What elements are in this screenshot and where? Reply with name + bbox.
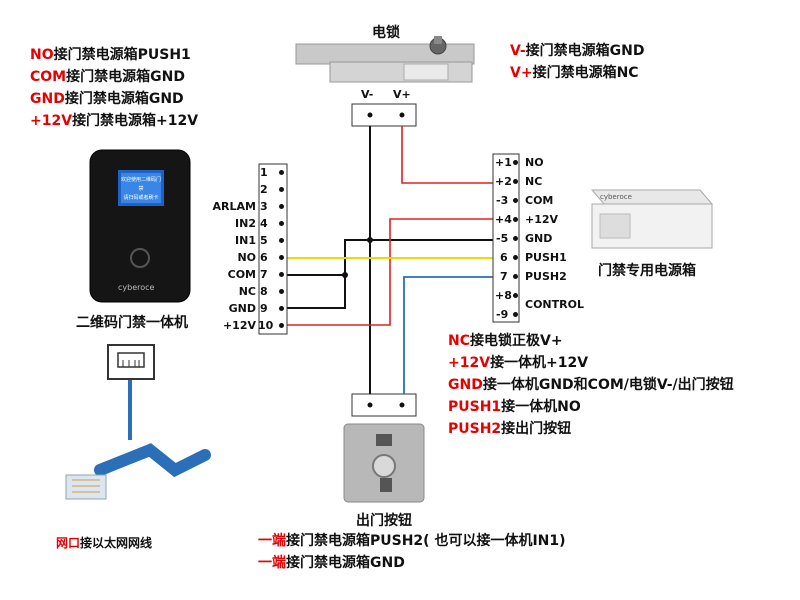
pb-terminal-num-7: 7 bbox=[500, 270, 508, 283]
reader-terminal-label-8: NC bbox=[238, 285, 256, 298]
lock-title: 电锁 bbox=[372, 25, 400, 41]
exit-button-title: 出门按钮 bbox=[356, 513, 412, 529]
reader-terminal-num-10: 10 bbox=[258, 319, 274, 332]
pb-terminal-label-1: NO bbox=[525, 156, 544, 169]
pb-note-nc: NC接电锁正极V+ bbox=[448, 333, 563, 349]
pb-note-12v: +12V接一体机+12V bbox=[448, 355, 589, 371]
lock-terminal-vplus: V+ bbox=[393, 88, 411, 101]
lock-notes: V-接门禁电源箱GND V+接门禁电源箱NC bbox=[510, 40, 644, 84]
powerbox-notes: NC接电锁正极V+ +12V接一体机+12V GND接一体机GND和COM/电锁… bbox=[448, 330, 734, 440]
reader-screen: 欢迎使用二维码门禁 请扫码或者刷卡 bbox=[121, 176, 161, 203]
pb-terminal-num-4: +4 bbox=[495, 213, 512, 226]
wire-red bbox=[287, 126, 499, 326]
ethernet-cable-image bbox=[65, 443, 211, 500]
powerbox-brand: cyberoce bbox=[600, 193, 632, 201]
lock-note-vminus: V-接门禁电源箱GND bbox=[510, 43, 645, 59]
reader-terminal-label-9: GND bbox=[228, 302, 256, 315]
wire-blue bbox=[403, 276, 499, 394]
pb-terminal-label-2: NC bbox=[525, 175, 543, 188]
pb-terminal-num-1: +1 bbox=[495, 156, 512, 169]
reader-terminal-num-7: 7 bbox=[260, 268, 268, 281]
pb-terminal-label-4: +12V bbox=[525, 213, 559, 226]
reader-terminal-block bbox=[258, 163, 288, 335]
reader-terminal-label-3: ARLAM bbox=[212, 200, 256, 213]
exit-note-2: 一端接门禁电源箱GND bbox=[258, 555, 405, 571]
reader-terminal-num-3: 3 bbox=[260, 200, 268, 213]
reader-note-gnd: GND接门禁电源箱GND bbox=[30, 91, 184, 107]
pb-note-gnd: GND接一体机GND和COM/电锁V-/出门按钮 bbox=[448, 377, 734, 393]
pb-note-push1: PUSH1接一体机NO bbox=[448, 399, 581, 415]
pb-terminal-num-3: -3 bbox=[496, 194, 509, 207]
reader-terminal-num-4: 4 bbox=[260, 217, 268, 230]
reader-note-12v: +12V接门禁电源箱+12V bbox=[30, 113, 199, 129]
reader-note-no: NO接门禁电源箱PUSH1 bbox=[30, 47, 191, 63]
lock-terminal-vminus: V- bbox=[361, 88, 374, 101]
pb-control-label: CONTROL bbox=[525, 298, 584, 311]
pb-terminal-num-8: +8 bbox=[495, 289, 512, 302]
reader-terminal-label-7: COM bbox=[227, 268, 256, 281]
reader-terminal-dots bbox=[279, 168, 285, 338]
pb-terminal-num-5: -5 bbox=[496, 232, 509, 245]
pb-note-push2: PUSH2接出门按钮 bbox=[448, 421, 572, 437]
pb-terminal-num-2: +2 bbox=[495, 175, 512, 188]
reader-screen-line-2: 请扫码或者刷卡 bbox=[123, 195, 159, 201]
network-port-icon bbox=[107, 344, 155, 380]
reader-note-com: COM接门禁电源箱GND bbox=[30, 69, 185, 85]
pb-terminal-num-6: 6 bbox=[500, 251, 508, 264]
reader-terminal-num-9: 9 bbox=[260, 302, 268, 315]
reader-terminal-num-8: 8 bbox=[260, 285, 268, 298]
pb-terminal-label-7: PUSH2 bbox=[525, 270, 567, 283]
reader-title: 二维码门禁一体机 bbox=[76, 315, 188, 331]
button-terminal-block bbox=[351, 393, 417, 417]
reader-terminal-label-10: +12V bbox=[222, 319, 256, 332]
exit-button-image bbox=[343, 423, 425, 503]
pb-terminal-label-6: PUSH1 bbox=[525, 251, 567, 264]
reader-terminal-num-5: 5 bbox=[260, 234, 268, 247]
powerbox-terminal-dots bbox=[513, 159, 519, 329]
reader-terminal-label-5: IN1 bbox=[235, 234, 256, 247]
lock-note-vplus: V+接门禁电源箱NC bbox=[510, 65, 639, 81]
reader-terminal-label-6: NO bbox=[237, 251, 256, 264]
pb-terminal-num-9: -9 bbox=[496, 308, 509, 321]
exit-button-notes: 一端接门禁电源箱PUSH2( 也可以接一体机IN1) 一端接门禁电源箱GND bbox=[258, 530, 566, 574]
pb-terminal-label-5: GND bbox=[525, 232, 553, 245]
exit-note-1: 一端接门禁电源箱PUSH2( 也可以接一体机IN1) bbox=[258, 533, 566, 549]
reader-notes: NO接门禁电源箱PUSH1 COM接门禁电源箱GND GND接门禁电源箱GND … bbox=[30, 44, 198, 132]
pb-terminal-label-3: COM bbox=[525, 194, 554, 207]
reader-terminal-num-2: 2 bbox=[260, 183, 268, 196]
reader-brand: cyberoce bbox=[118, 283, 155, 292]
reader-device-image bbox=[89, 149, 191, 303]
reader-terminal-num-6: 6 bbox=[260, 251, 268, 264]
network-note: 网口接以太网网线 bbox=[56, 536, 153, 550]
reader-screen-line-1: 欢迎使用二维码门禁 bbox=[121, 177, 162, 192]
reader-terminal-num-1: 1 bbox=[260, 166, 268, 179]
reader-terminal-label-4: IN2 bbox=[235, 217, 256, 230]
powerbox-title: 门禁专用电源箱 bbox=[598, 263, 696, 279]
electric-lock-image bbox=[295, 36, 475, 83]
power-box-image bbox=[590, 189, 714, 249]
lock-terminal-block bbox=[351, 103, 417, 127]
